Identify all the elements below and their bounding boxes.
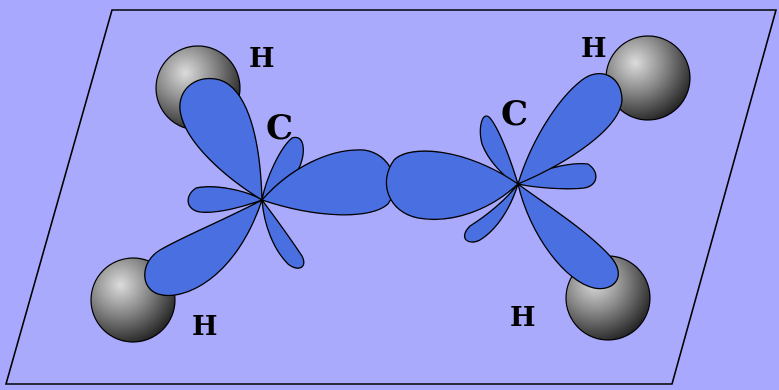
sp2-back-lobe-left xyxy=(187,186,263,213)
hydrogen-label-bottom-left: H xyxy=(192,311,218,342)
sigma-lobe-right-to-bottom-h xyxy=(517,183,619,290)
sigma-lobe-left-to-bottom-h xyxy=(144,199,263,296)
hydrogen-label-top-right: H xyxy=(581,33,607,64)
sigma-lobe-left-to-top-h xyxy=(179,77,263,201)
hydrogen-label-top-left: H xyxy=(249,43,275,74)
carbon-label-right: C xyxy=(501,94,528,134)
p-orbital-lobe-right-lower xyxy=(464,183,519,243)
hydrogen-label-bottom-right: H xyxy=(510,302,536,333)
p-orbital-lobe-left-lower xyxy=(261,199,305,269)
sigma-lobe-right-to-top-h xyxy=(517,72,623,185)
carbon-label-left: C xyxy=(266,108,293,148)
p-orbital-lobe-right-upper xyxy=(479,115,519,185)
sigma-cc-lobe-right xyxy=(385,150,519,220)
